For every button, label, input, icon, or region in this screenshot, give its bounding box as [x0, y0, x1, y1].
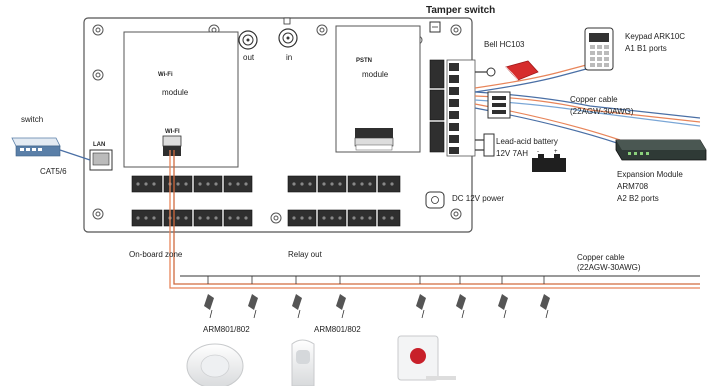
bell-siren: Bell HC103 — [484, 40, 539, 81]
battery-plus: + — [554, 149, 558, 155]
drop-8 — [540, 276, 550, 319]
antenna-out-label: out — [243, 53, 255, 62]
switch-label: switch — [21, 115, 43, 124]
wire-junction — [487, 91, 511, 119]
drop-2 — [248, 276, 258, 319]
drop-4 — [336, 276, 346, 319]
expansion-module-arm708: Expansion Module ARM708 A2 B2 ports — [615, 139, 707, 203]
keypad-ports: A1 B1 ports — [625, 44, 667, 53]
copper-cable-2-spec: (22AGW-30AWG) — [577, 263, 641, 272]
dc-power-label: DC 12V power — [452, 194, 504, 203]
right-edge-terminals — [429, 59, 445, 153]
drop-1 — [204, 276, 214, 319]
copper-cable-1-title: Copper cable — [570, 95, 618, 104]
tamper-switch: Tamper switch — [426, 5, 495, 33]
copper-cable-2-title: Copper cable — [577, 253, 625, 262]
drop-6 — [456, 276, 466, 319]
wifi-module-label: module — [162, 88, 189, 97]
lan-label: LAN — [93, 142, 105, 148]
battery-line2: 12V 7AH — [496, 149, 528, 158]
keypad-title: Keypad ARK10C — [625, 32, 685, 41]
antenna-out-connector: out — [238, 30, 258, 62]
expansion-model: ARM708 — [617, 182, 649, 191]
pstn-chip-label: PSTN — [356, 58, 372, 64]
lan-port: LAN — [89, 142, 113, 171]
terminal-screws — [136, 182, 394, 220]
drop-3 — [292, 276, 302, 319]
wifi-port-tag: WI-FI — [165, 129, 180, 135]
detector-1-label: ARM801/802 — [203, 325, 250, 334]
drop-5 — [416, 276, 426, 319]
antenna-in-connector: in — [278, 17, 298, 62]
detector-2-label: ARM801/802 — [314, 325, 361, 334]
pstn-module: PSTN module — [335, 25, 421, 153]
drop-7 — [498, 276, 508, 319]
battery-line1: Lead-acid battery — [496, 137, 558, 146]
wifi-chip-label: Wi-Fi — [158, 72, 173, 78]
expansion-title: Expansion Module — [617, 170, 683, 179]
lead-acid-battery: Lead-acid battery 12V 7AH - + — [483, 133, 566, 172]
zone-wiring — [169, 150, 700, 289]
cat-cable-label: CAT5/6 — [40, 167, 67, 176]
panic-button — [397, 335, 456, 381]
ceiling-pir-detector — [186, 343, 244, 386]
relay-out-label: Relay out — [288, 250, 323, 259]
detector-drops — [204, 276, 550, 319]
copper-cable-1-spec: (22AGW-30AWG) — [570, 107, 634, 116]
external-terminal-strip — [446, 59, 476, 157]
keypad-ark10c: Keypad ARK10C A1 B1 ports — [584, 27, 685, 71]
onboard-zone-label: On-board zone — [129, 250, 183, 259]
expansion-ports: A2 B2 ports — [617, 194, 659, 203]
battery-minus: - — [537, 149, 539, 155]
control-board: Wi-Fi module WI-FI PSTN module out in — [83, 17, 473, 233]
wifi-module: Wi-Fi module WI-FI — [123, 31, 239, 168]
antenna-in-label: in — [286, 53, 292, 62]
pstn-module-label: module — [362, 70, 389, 79]
dc-power-jack — [425, 191, 445, 209]
network-switch: switch CAT5/6 — [11, 115, 91, 176]
bell-label: Bell HC103 — [484, 40, 525, 49]
copper-cable-label-1: Copper cable (22AGW-30AWG) — [570, 95, 634, 116]
tamper-switch-label: Tamper switch — [426, 5, 495, 16]
wall-pir-detector — [291, 339, 315, 386]
